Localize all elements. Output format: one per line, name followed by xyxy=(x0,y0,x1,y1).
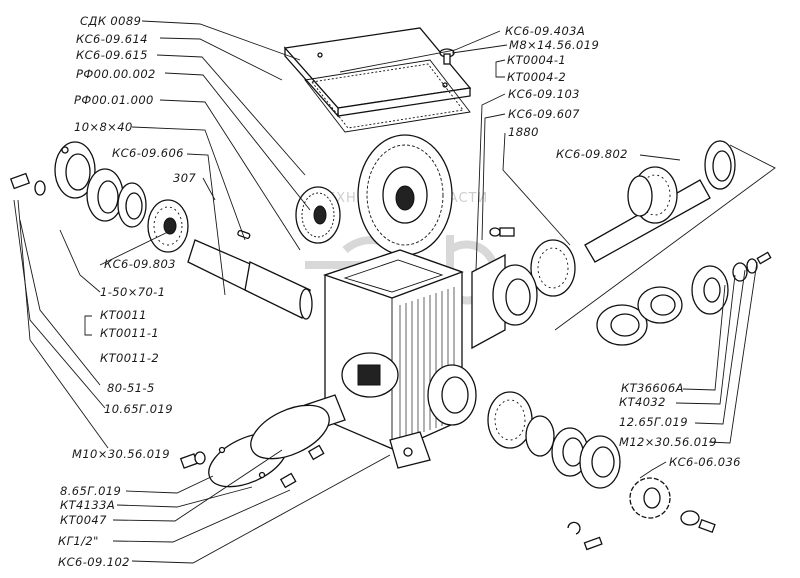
label-ks6-09-607: КС6-09.607 xyxy=(508,107,580,121)
right-flange-cup-part xyxy=(471,227,538,350)
label-bolt-m12x30: М12×30.56.019 xyxy=(619,435,717,449)
label-ks6-09-606: КС6-09.606 xyxy=(112,146,184,160)
leader-lines xyxy=(13,20,758,564)
label-kt0011-2: КТ0011-2 xyxy=(100,351,159,365)
label-washer-10-65g-019: 10.65Г.019 xyxy=(104,402,173,416)
label-rf00-01-000: РФ00.01.000 xyxy=(74,93,154,107)
label-ks6-09-403a: КС6-09.403А xyxy=(505,24,585,38)
label-kt0011-1: КТ0011-1 xyxy=(100,326,159,340)
seal-part xyxy=(86,168,124,222)
label-kt4032: КТ4032 xyxy=(619,395,666,409)
gearbox-housing-part xyxy=(304,249,477,469)
label-seal-1-50x70-1: 1-50×70-1 xyxy=(100,285,165,299)
label-sdk-0089: СДК 0089 xyxy=(80,14,141,28)
right-bearing-cover-part xyxy=(596,286,683,346)
label-ring-80-51-5: 80-51-5 xyxy=(107,381,155,395)
label-ks6-09-103: КС6-09.103 xyxy=(508,87,580,101)
label-kt4133a: КТ4133А xyxy=(60,498,115,512)
inspection-cover-part xyxy=(179,404,330,488)
part-labels: СДК 0089 КС6-09.614 КС6-09.615 РФ00.00.0… xyxy=(58,14,741,569)
label-ks6-09-102: КС6-09.102 xyxy=(58,555,130,569)
label-ks6-09-803: КС6-09.803 xyxy=(104,257,176,271)
bracket-leader xyxy=(554,144,776,331)
bolt-m10-part xyxy=(9,172,46,196)
label-kt0004-2: КТ0004-2 xyxy=(507,70,566,84)
small-sprocket-upper-part xyxy=(691,251,772,315)
label-bolt-m10x30: М10×30.56.019 xyxy=(72,447,170,461)
label-kt0011: КТ0011 xyxy=(100,308,147,322)
label-ks6-09-802: КС6-09.802 xyxy=(556,147,628,161)
plug-part xyxy=(279,444,325,489)
top-cover-part xyxy=(283,27,472,133)
label-ks6-09-614: КС6-09.614 xyxy=(76,32,148,46)
label-sprocket-ks6-06-036: КС6-06.036 xyxy=(669,455,741,469)
bearing-1880-part xyxy=(530,175,653,297)
bearing-307-part xyxy=(147,199,189,253)
input-shaft-part xyxy=(187,239,313,320)
label-bolt-m8x14: М8×14.56.019 xyxy=(509,38,599,52)
label-washer-8-65g-019: 8.65Г.019 xyxy=(60,484,121,498)
label-ks6-09-615: КС6-09.615 xyxy=(76,48,148,62)
label-bearing-307: 307 xyxy=(173,171,196,185)
small-bevel-gear-part xyxy=(295,186,341,244)
label-washer-12-65g-019: 12.65Г.019 xyxy=(619,415,688,429)
label-kt0047: КТ0047 xyxy=(60,513,107,527)
bearing-left-part xyxy=(117,182,147,228)
key-part xyxy=(237,229,251,239)
bearing-lower-part xyxy=(487,391,621,489)
sprocket-ks6-06-036-part xyxy=(567,477,716,551)
left-cover-flange-part xyxy=(54,141,96,199)
large-bevel-gear-part xyxy=(357,134,453,256)
label-key-10x8x40: 10×8×40 xyxy=(74,120,133,134)
label-kt0004-1: КТ0004-1 xyxy=(507,53,566,67)
label-kt36606a: КТ36606А xyxy=(621,381,684,395)
label-rf00-00-002: РФ00.00.002 xyxy=(76,67,156,81)
label-ring-1880: 1880 xyxy=(508,125,539,139)
label-plug-kg1-2: КГ1/2" xyxy=(58,534,99,548)
